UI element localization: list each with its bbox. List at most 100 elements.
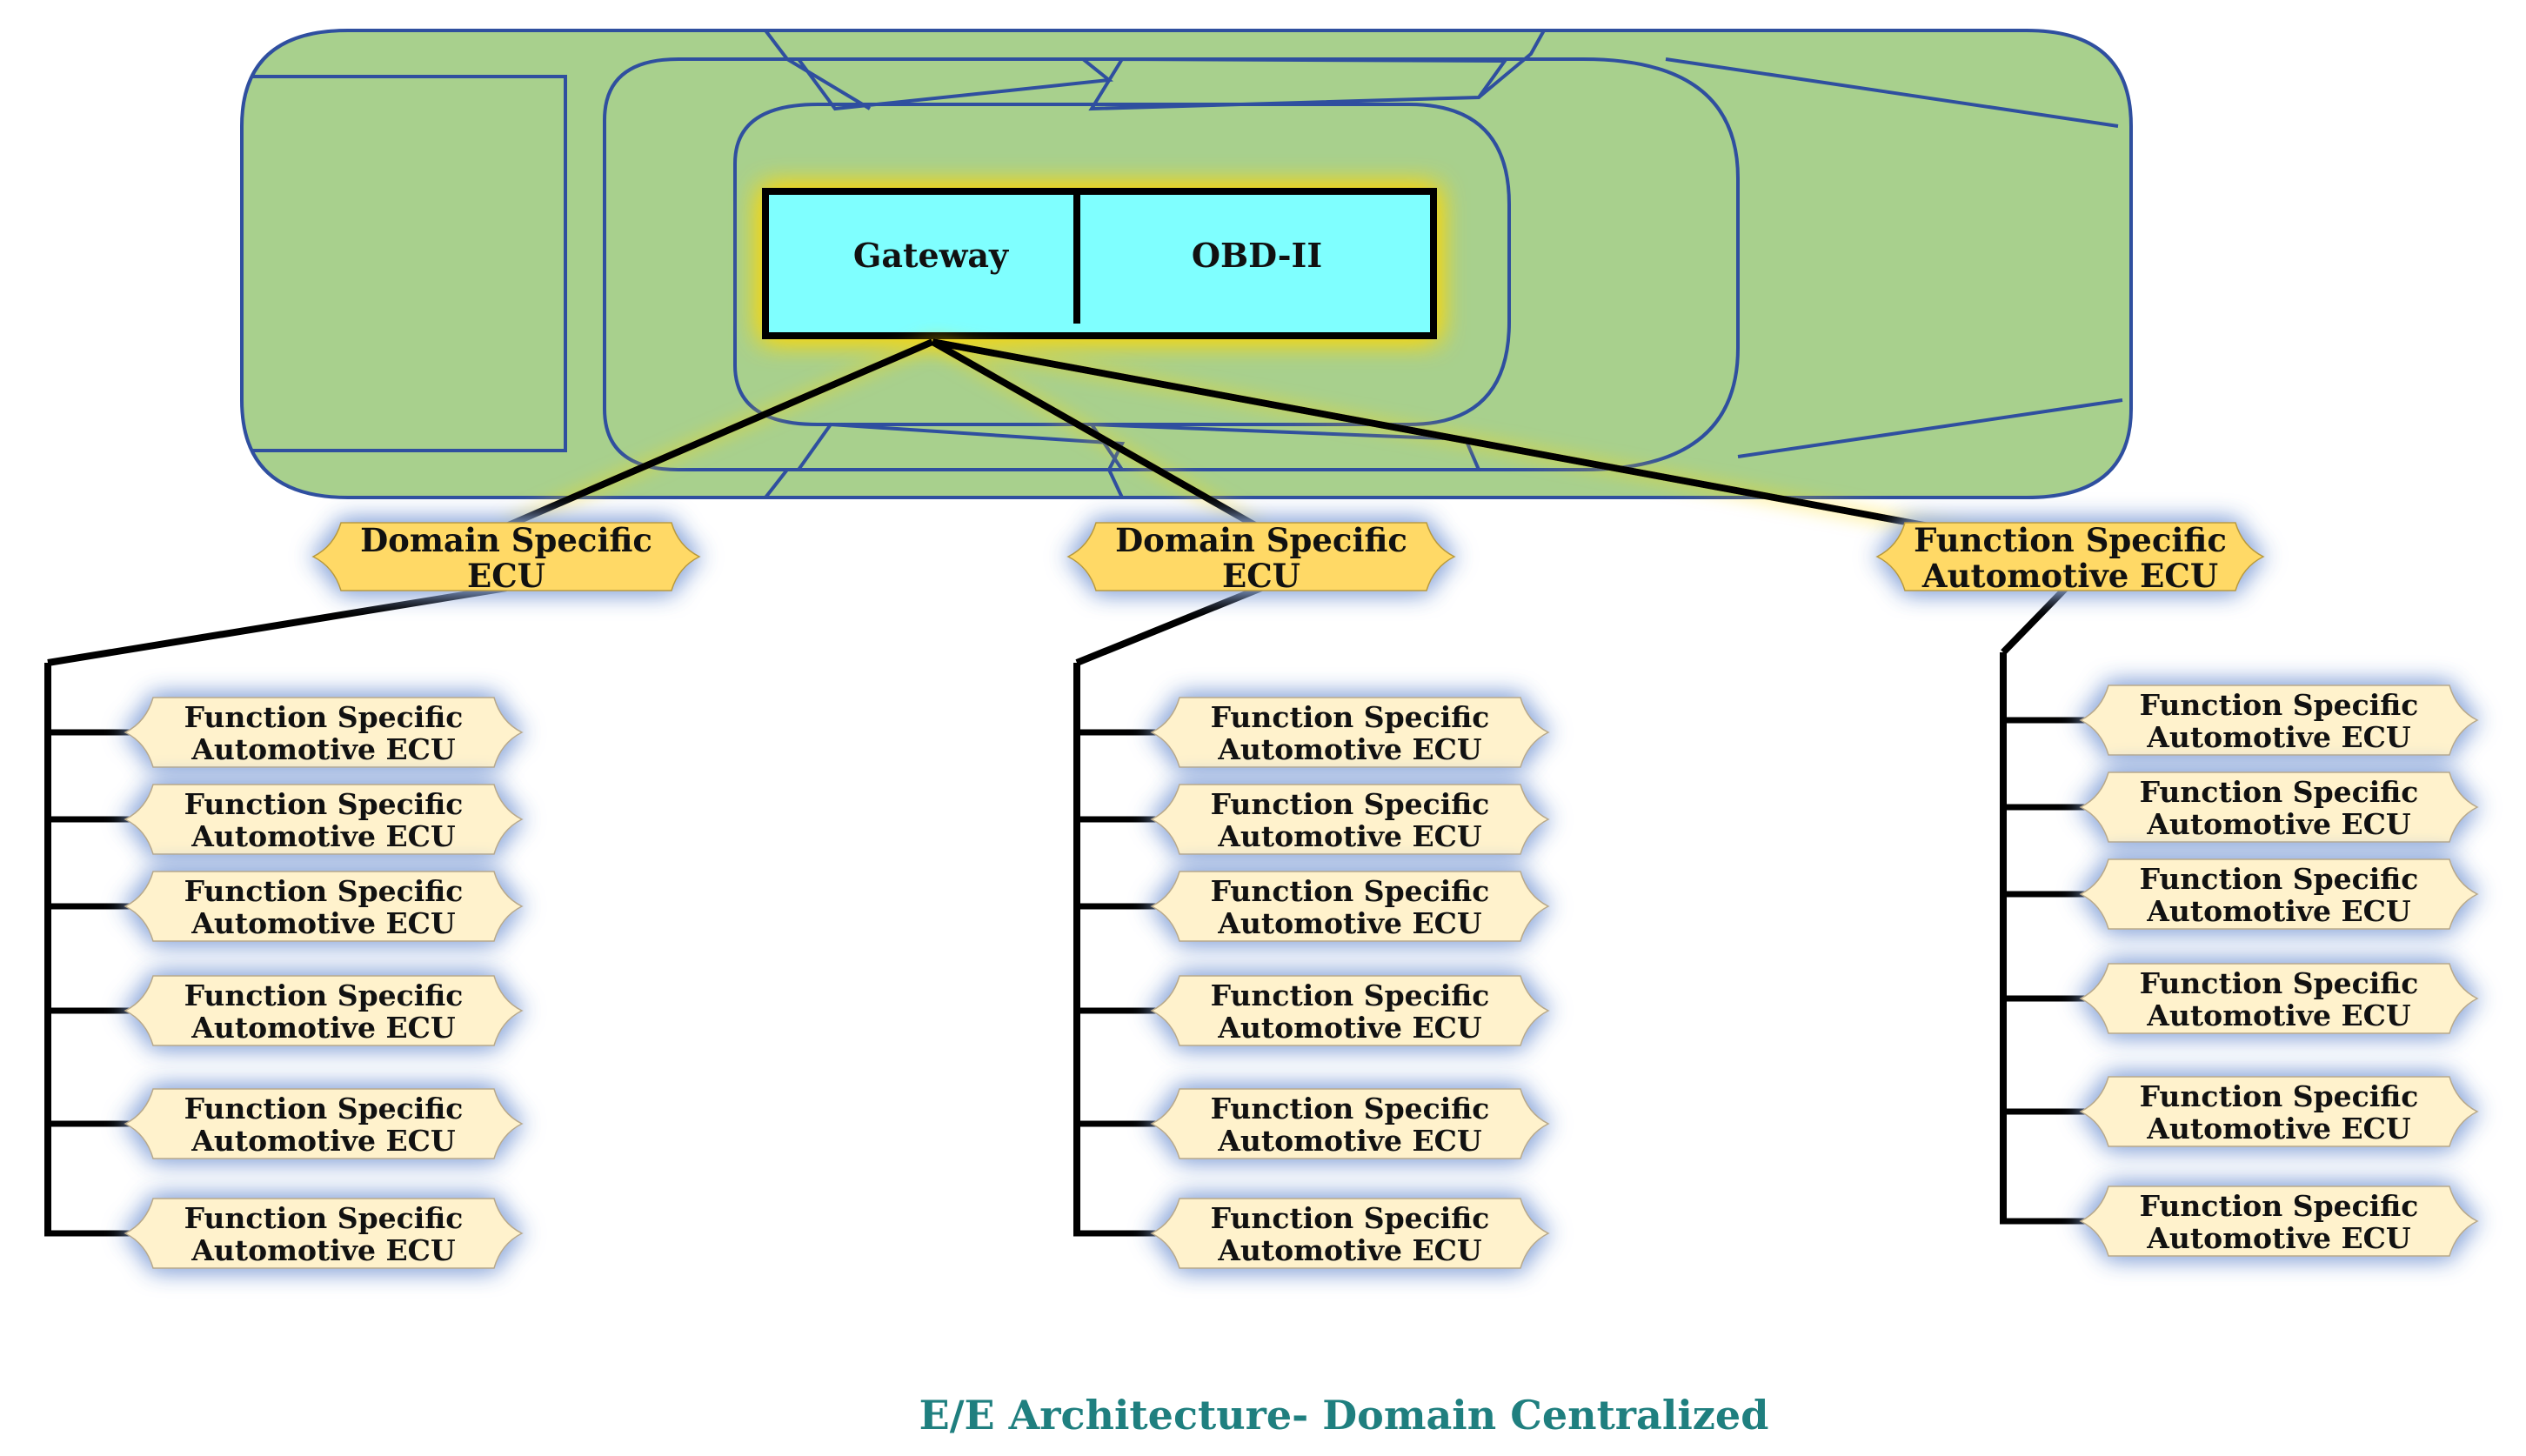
- obd-label: OBD-II: [1192, 236, 1322, 275]
- car-window-top: [764, 29, 872, 110]
- function-ecu-label-line1: Function Specific: [1211, 1201, 1490, 1235]
- domain-ecu-label-line1: Function Specific: [1914, 521, 2227, 559]
- function-ecu-label-line1: Function Specific: [1211, 700, 1490, 734]
- domain-ecu-label-line2: ECU: [467, 557, 545, 595]
- car-hood-line: [1665, 57, 2119, 128]
- function-ecu-badge: [124, 697, 524, 768]
- car-hood-line: [1737, 398, 2123, 458]
- function-ecu-badge: [2079, 1186, 2479, 1257]
- car-window-bottom: [1107, 469, 1124, 498]
- function-ecu-label-line2: Automotive ECU: [190, 732, 456, 766]
- function-ecu-label-line2: Automotive ECU: [1217, 1233, 1482, 1267]
- diagram-caption: E/E Architecture- Domain Centralized: [919, 1392, 1769, 1439]
- function-ecu-badge: [1150, 975, 1550, 1046]
- function-ecu-badge: [2079, 1076, 2479, 1147]
- function-ecu-label-line2: Automotive ECU: [1217, 1124, 1482, 1158]
- function-ecu-label-line1: Function Specific: [2140, 1189, 2419, 1223]
- function-ecu-label-line2: Automotive ECU: [2146, 894, 2411, 928]
- function-ecu-label-line2: Automotive ECU: [1217, 906, 1482, 940]
- function-ecu-label-line2: Automotive ECU: [2146, 1112, 2411, 1145]
- function-ecu-label-line1: Function Specific: [1211, 874, 1490, 908]
- car-cabin-outline: [603, 57, 1740, 471]
- function-ecu-label-line2: Automotive ECU: [190, 1233, 456, 1267]
- domain-ecu-badge: [311, 522, 701, 591]
- domain-ecu-label-line2: Automotive ECU: [1921, 557, 2218, 595]
- function-ecu-label-line1: Function Specific: [2140, 966, 2419, 1000]
- function-ecu-label-line2: Automotive ECU: [190, 1124, 456, 1158]
- gateway-label: Gateway: [853, 236, 1009, 275]
- domain-to-bus-connector: [1075, 584, 1263, 666]
- function-ecu-badge: [1150, 1088, 1550, 1159]
- function-ecu-badge: [124, 1198, 524, 1269]
- function-ecu-badge: [124, 871, 524, 942]
- function-ecu-label-line1: Function Specific: [1211, 1092, 1490, 1125]
- function-ecu-label-line2: Automotive ECU: [2146, 720, 2411, 754]
- function-ecu-label-line1: Function Specific: [1211, 978, 1490, 1012]
- function-ecu-label-line1: Function Specific: [2140, 1079, 2419, 1113]
- connector-domain-3: [932, 338, 2071, 556]
- gateway-connectors: [505, 338, 2071, 556]
- gateway-obd-box: Gateway OBD-II: [762, 188, 1437, 339]
- domain-to-bus-connector: [47, 584, 507, 666]
- domain-to-bus-connector: [2001, 585, 2068, 655]
- function-ecu-badge: [2079, 771, 2479, 843]
- function-ecu-badge: [1150, 784, 1550, 855]
- function-ecu-label-line2: Automotive ECU: [190, 1011, 456, 1045]
- function-ecu-badge: [1150, 1198, 1550, 1269]
- function-ecu-label-line2: Automotive ECU: [2146, 998, 2411, 1032]
- function-ecu-label-line2: Automotive ECU: [1217, 732, 1482, 766]
- function-ecu-label-line1: Function Specific: [2140, 688, 2419, 722]
- function-ecu-badge: [124, 975, 524, 1046]
- connector-domain-1: [505, 338, 934, 530]
- car-roof: [733, 103, 1511, 426]
- function-ecu-label-line2: Automotive ECU: [2146, 1221, 2411, 1255]
- function-ecu-label-line1: Function Specific: [184, 1201, 464, 1235]
- function-ecu-label-line2: Automotive ECU: [1217, 819, 1482, 853]
- function-ecu-badge: [1150, 697, 1550, 768]
- function-ecu-label-line1: Function Specific: [2140, 775, 2419, 809]
- function-ecu-badge: [124, 784, 524, 855]
- car-window-bottom: [764, 468, 789, 499]
- function-ecu-badge: [2079, 858, 2479, 930]
- domain-ecu-label-line1: Domain Specific: [1115, 521, 1407, 559]
- function-ecu-label-line1: Function Specific: [184, 700, 464, 734]
- function-ecu-label-line1: Function Specific: [184, 787, 464, 821]
